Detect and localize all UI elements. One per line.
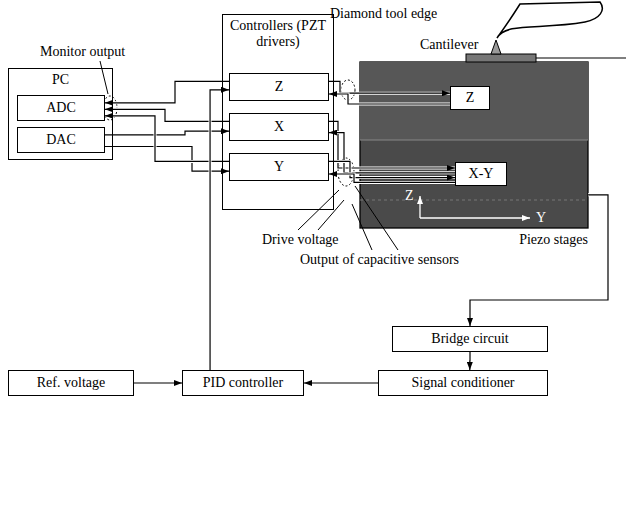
process-box: Ref. voltage bbox=[8, 370, 134, 396]
box-label: Bridge circuit bbox=[431, 331, 508, 347]
adc-box: ADC bbox=[17, 95, 105, 121]
stage-caption: Piezo stages bbox=[519, 232, 588, 248]
signal-connector bbox=[329, 174, 455, 182]
box-label: Z bbox=[275, 79, 284, 95]
signal-label: Monitor output bbox=[40, 44, 125, 60]
connector-halo bbox=[470, 195, 608, 326]
cantilever-tip bbox=[491, 40, 501, 54]
piezo-stage-body bbox=[360, 62, 588, 228]
cantilever-base bbox=[466, 54, 536, 62]
box-label: Y bbox=[274, 159, 284, 175]
box-heading: PC bbox=[9, 72, 112, 88]
process-box: Bridge circuit bbox=[392, 326, 548, 352]
box-label: DAC bbox=[46, 132, 76, 148]
signal-connector bbox=[470, 195, 608, 326]
driver-box: Y bbox=[229, 153, 329, 181]
cantilever-beam bbox=[536, 57, 626, 58]
axis-label: Y bbox=[536, 210, 546, 226]
computer-box: ADC DAC PC bbox=[8, 68, 113, 160]
box-label: X-Y bbox=[469, 166, 494, 182]
stage-axis-box: X-Y bbox=[455, 162, 507, 186]
connector-line bbox=[304, 382, 378, 383]
connector-halo bbox=[210, 90, 229, 370]
part-label: Cantilever bbox=[420, 37, 478, 53]
controller-box: Z X Y Controllers (PZT drivers) bbox=[222, 14, 334, 210]
piezo-stage: ZX-YPiezo stages bbox=[360, 62, 588, 228]
leader-line bbox=[355, 186, 398, 250]
leader-line bbox=[100, 61, 108, 94]
z-stage-section bbox=[360, 62, 588, 140]
driver-box: Z bbox=[229, 73, 329, 101]
connector-line bbox=[329, 81, 450, 93]
connector-line bbox=[329, 174, 455, 182]
box-label: Signal conditioner bbox=[411, 375, 514, 391]
signal-connector bbox=[469, 352, 470, 370]
dac-box: DAC bbox=[17, 127, 105, 153]
y-axis-arrow bbox=[420, 217, 530, 218]
connector-halo bbox=[329, 133, 455, 173]
connector-line bbox=[210, 90, 229, 370]
stage-divider bbox=[360, 140, 588, 141]
signal-connector bbox=[210, 90, 229, 370]
connector-halo bbox=[329, 81, 450, 93]
stage-axis-box: Z bbox=[450, 86, 490, 110]
leader-line bbox=[352, 204, 372, 250]
signal-connector bbox=[329, 133, 455, 173]
stage-divider-dashed bbox=[360, 200, 588, 201]
signal-connector bbox=[304, 383, 378, 384]
signal-label: Drive voltage bbox=[262, 232, 339, 248]
connector-line bbox=[469, 352, 470, 370]
box-label: X bbox=[274, 119, 284, 135]
connector-halo bbox=[329, 174, 455, 182]
leader-line bbox=[318, 200, 344, 230]
box-label: Ref. voltage bbox=[37, 375, 105, 391]
diamond-tool bbox=[497, 2, 602, 38]
connector-halo bbox=[468, 352, 471, 370]
connector-line bbox=[329, 133, 455, 173]
signal-label: Output of capacitive sensors bbox=[300, 252, 459, 268]
signal-connector bbox=[329, 81, 450, 93]
signal-connector bbox=[329, 94, 450, 104]
connector-halo bbox=[134, 382, 182, 385]
driver-box: X bbox=[229, 113, 329, 141]
connector-line bbox=[329, 94, 450, 104]
signal-connector bbox=[134, 383, 182, 384]
box-label: Z bbox=[466, 90, 475, 106]
leader-line bbox=[298, 190, 339, 230]
part-label: Diamond tool edge bbox=[330, 6, 437, 22]
connector-halo bbox=[304, 382, 378, 385]
box-label: PID controller bbox=[203, 375, 283, 391]
process-box: Signal conditioner bbox=[378, 370, 548, 396]
connector-line bbox=[470, 195, 608, 326]
box-label: ADC bbox=[46, 100, 76, 116]
connector-halo bbox=[329, 94, 450, 104]
axis-label: Z bbox=[405, 188, 414, 204]
connector-line bbox=[134, 382, 182, 383]
process-box: PID controller bbox=[182, 370, 304, 396]
z-axis-arrow bbox=[419, 196, 420, 218]
box-heading: Controllers (PZT drivers) bbox=[223, 18, 333, 50]
